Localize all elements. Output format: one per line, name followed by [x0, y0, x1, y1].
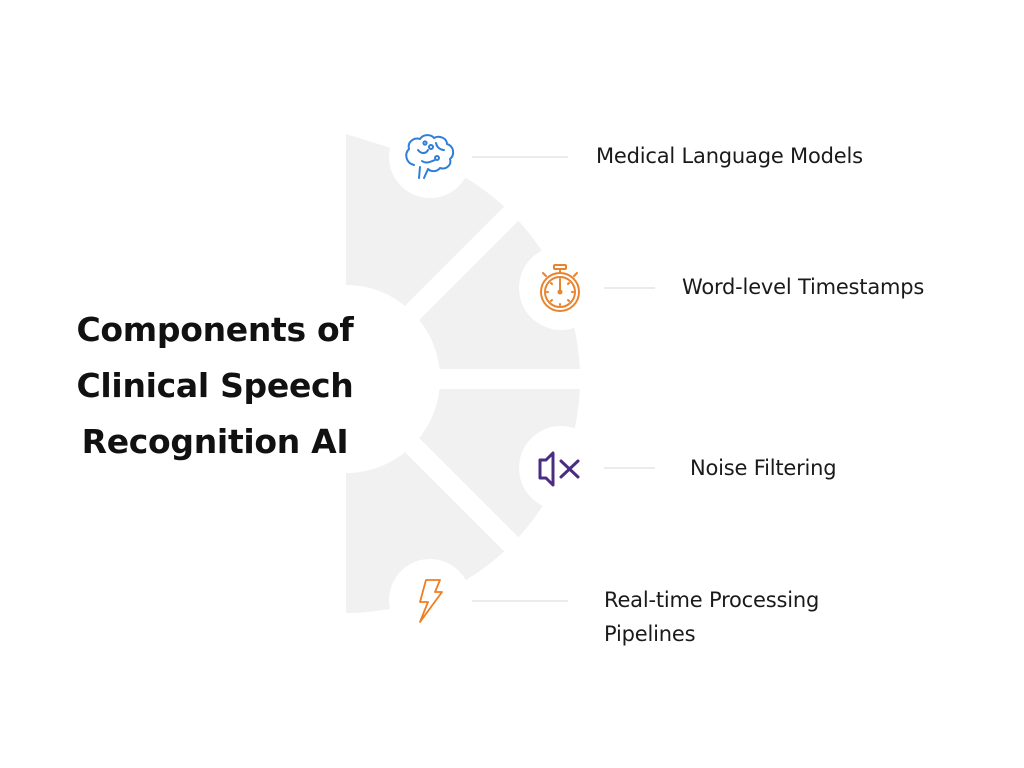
lightning-bolt-icon — [419, 579, 443, 623]
component-label-word-level-timestamps: Word-level Timestamps — [682, 275, 925, 299]
component-label-real-time-processing: Real-time Processing Pipelines — [604, 583, 819, 651]
icon-circle-4 — [389, 559, 471, 641]
title-line-2: Clinical Speech — [76, 366, 354, 405]
component-label-medical-language-models: Medical Language Models — [596, 144, 863, 168]
component-label-noise-filtering: Noise Filtering — [690, 456, 837, 480]
icon-circle-1 — [389, 116, 471, 198]
wheel-segments — [346, 145, 580, 613]
brain-icon — [405, 134, 455, 179]
label-line-1: Real-time Processing — [604, 588, 820, 612]
stopwatch-icon — [540, 264, 580, 312]
label-line-2: Pipelines — [604, 622, 696, 646]
icon-circle-3 — [519, 426, 603, 510]
page-title: Components of Clinical Speech Recognitio… — [40, 302, 390, 470]
title-line-1: Components of — [76, 310, 354, 349]
speaker-mute-icon — [538, 451, 580, 487]
title-line-3: Recognition AI — [81, 422, 349, 461]
